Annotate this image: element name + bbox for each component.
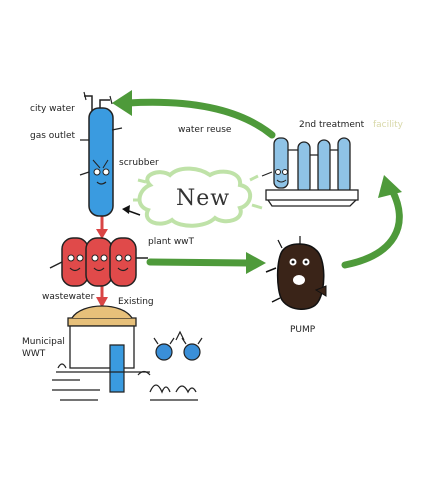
city-water-label: city water: [30, 104, 75, 114]
plant-wwt-label: plant wwT: [148, 237, 195, 247]
gas-outlet-label: gas outlet: [30, 131, 76, 141]
plant-to-pump-arrow: [146, 252, 266, 274]
water-reuse-label: water reuse: [178, 125, 232, 135]
water-reuse-arrow: [112, 90, 276, 139]
scrubber: [79, 91, 123, 217]
municipal-wwt: [52, 305, 151, 401]
wastewater-tanks: [49, 237, 148, 287]
wastewater-label: wastewater: [42, 292, 95, 302]
new-label: New: [176, 186, 231, 211]
new-to-scrubber-arrow: [122, 205, 141, 216]
new-cloud: [133, 166, 263, 228]
wwt-label: WWT: [22, 349, 46, 359]
pump: [265, 236, 327, 310]
second-treatment-facility: [261, 137, 359, 207]
existing-label: Existing: [118, 297, 154, 307]
water-waves: [149, 384, 198, 401]
bacteria: [153, 330, 203, 361]
pump-to-facility-arrow: [341, 175, 403, 269]
municipal-label: Municipal: [22, 337, 65, 347]
second-treatment-label: 2nd treatment: [299, 120, 365, 130]
scrubber-label: scrubber: [119, 158, 159, 168]
scrubber-to-tanks-arrow: [96, 216, 108, 239]
pump-label: PUMP: [290, 325, 316, 335]
second-treatment-faint-label: facility: [373, 120, 403, 130]
